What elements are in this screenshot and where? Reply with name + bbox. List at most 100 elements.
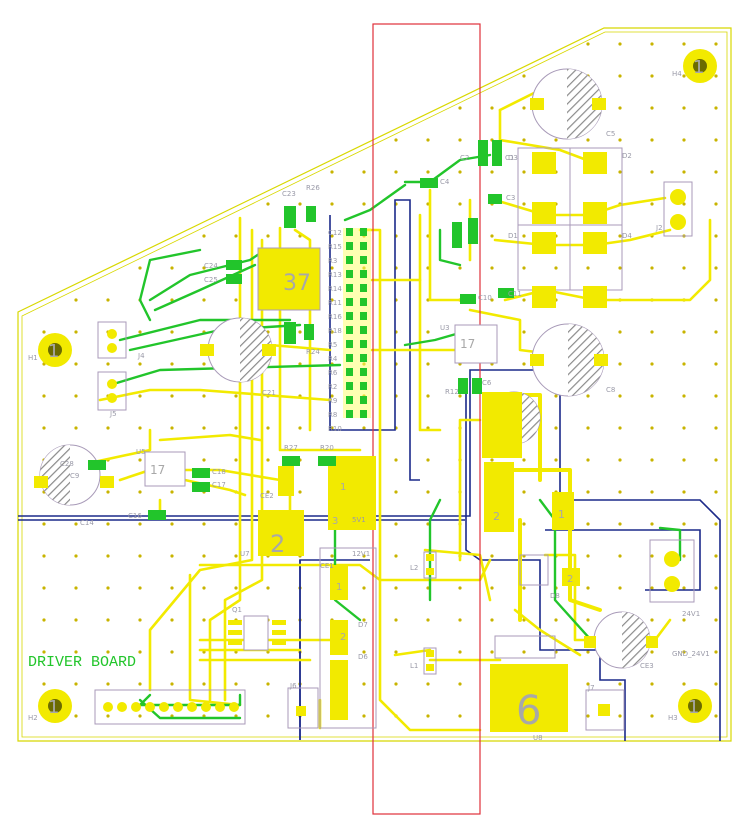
svg-text:D8: D8	[550, 592, 560, 600]
svg-text:2: 2	[270, 530, 285, 558]
svg-text:C2: C2	[460, 154, 469, 162]
svg-text:17: 17	[150, 463, 165, 477]
driver-u5: 17 U5 C28 C9 C18 C17 C16	[60, 448, 226, 520]
svg-text:R26: R26	[306, 184, 320, 192]
svg-text:C16: C16	[128, 512, 142, 520]
svg-text:R20: R20	[320, 444, 334, 452]
svg-text:D3: D3	[508, 154, 518, 162]
capacitor-c8: C8	[530, 323, 615, 397]
driver-u3: 17 U3 R12 C6 C10 C11	[440, 288, 522, 396]
svg-text:C10: C10	[478, 294, 492, 302]
transistor-q1: Q1	[228, 606, 286, 651]
mounting-hole-h1: H1 1	[28, 333, 72, 367]
svg-text:R2: R2	[328, 383, 337, 391]
svg-text:24V1: 24V1	[682, 610, 700, 618]
svg-text:R27: R27	[284, 444, 298, 452]
svg-text:U5: U5	[136, 448, 146, 456]
svg-text:C21: C21	[262, 389, 276, 397]
svg-text:R15: R15	[328, 243, 342, 251]
resistor-array: C12 R15 R3 R13 R14 R11 R16 R18 R5 R4 R6 …	[328, 228, 371, 433]
svg-text:H3: H3	[668, 714, 678, 722]
mounting-hole-h3: H3 1	[668, 689, 712, 723]
board-title: DRIVER BOARD	[28, 654, 136, 671]
svg-text:R3: R3	[328, 257, 337, 265]
svg-text:R14: R14	[328, 285, 342, 293]
svg-text:1: 1	[340, 482, 346, 493]
svg-text:C14: C14	[80, 519, 94, 527]
svg-text:C5: C5	[606, 130, 615, 138]
connector-j7: J7	[585, 684, 625, 731]
svg-text:C1: C1	[505, 154, 514, 162]
svg-text:R16: R16	[328, 313, 342, 321]
svg-text:2: 2	[340, 632, 346, 643]
svg-text:R6: R6	[328, 369, 338, 377]
connector-24v: 24V1 GND_24V1	[649, 539, 710, 658]
highlight-selection-box[interactable]	[372, 23, 481, 815]
svg-text:U8: U8	[533, 734, 543, 742]
power-stage-pads: D8 2 1 2	[482, 392, 580, 600]
svg-text:L1: L1	[410, 662, 418, 670]
svg-text:J7: J7	[587, 684, 595, 692]
svg-text:5V1: 5V1	[352, 516, 366, 524]
svg-text:37: 37	[283, 271, 311, 296]
capacitor-ce1: CE1 12V1 D7 D6 1 2	[319, 547, 377, 729]
inductor-l1: L1	[410, 647, 437, 675]
svg-text:D6: D6	[358, 653, 368, 661]
svg-text:U3: U3	[440, 324, 450, 332]
connector-j4: J4	[97, 321, 145, 360]
svg-text:C6: C6	[482, 379, 492, 387]
svg-text:R11: R11	[328, 299, 342, 307]
svg-text:CE3: CE3	[640, 662, 654, 670]
svg-text:C18: C18	[212, 468, 226, 476]
svg-text:12V1: 12V1	[352, 550, 370, 558]
svg-text:J6: J6	[289, 682, 297, 690]
svg-text:C12: C12	[328, 229, 342, 237]
diode-bridge: D2 D3 D1 D4	[508, 147, 632, 308]
svg-text:17: 17	[460, 337, 475, 351]
svg-text:C28: C28	[60, 460, 74, 468]
regulator-u8: 6 U8	[490, 635, 568, 742]
svg-text:U7: U7	[240, 550, 250, 558]
svg-text:J5: J5	[109, 410, 117, 418]
svg-text:C17: C17	[212, 481, 226, 489]
svg-text:C24: C24	[204, 262, 218, 270]
svg-text:L2: L2	[410, 564, 418, 572]
svg-text:GND_24V1: GND_24V1	[672, 650, 710, 658]
svg-text:2: 2	[493, 510, 500, 523]
connector-j6: J6	[287, 682, 319, 729]
svg-text:2: 2	[567, 574, 573, 585]
header-5v: 5V1 1 3	[328, 456, 376, 530]
mounting-hole-h4: H4 1	[672, 49, 717, 83]
svg-text:H2: H2	[28, 714, 38, 722]
bottom-layer-traces	[108, 153, 682, 720]
svg-text:R18: R18	[328, 327, 342, 335]
board-outline	[17, 27, 732, 742]
svg-text:R9: R9	[328, 397, 337, 405]
svg-text:R5: R5	[328, 341, 337, 349]
svg-text:C25: C25	[204, 276, 218, 284]
svg-text:H1: H1	[28, 354, 38, 362]
capacitor-ce3: CE3	[584, 611, 658, 670]
svg-text:CE1: CE1	[320, 562, 334, 570]
svg-text:R13: R13	[328, 271, 342, 279]
svg-text:CE2: CE2	[260, 492, 274, 500]
svg-text:J4: J4	[137, 352, 145, 360]
svg-text:R8: R8	[328, 411, 337, 419]
smd-cluster-top: C1 C2 C3 C4	[420, 140, 515, 248]
svg-text:R10: R10	[328, 425, 342, 433]
mcu-chip: 37	[257, 247, 321, 311]
svg-text:6: 6	[516, 688, 541, 734]
regulator-u7: 2 U7 CE2	[240, 466, 304, 558]
svg-text:C8: C8	[606, 386, 615, 394]
smd-cluster-mcu: C23 R26 C24 C25 R24 R27 R20	[204, 184, 336, 466]
connector-j2: J2	[655, 181, 693, 237]
svg-text:Q1: Q1	[232, 606, 242, 614]
capacitor-c14: C14	[34, 444, 114, 527]
svg-text:D2: D2	[622, 152, 632, 160]
svg-text:1: 1	[558, 508, 565, 521]
svg-text:R12: R12	[445, 388, 459, 396]
svg-text:R24: R24	[306, 348, 320, 356]
svg-text:C9: C9	[70, 472, 79, 480]
header-10pin	[94, 689, 246, 725]
mounting-hole-h2: H2 1	[28, 689, 72, 723]
